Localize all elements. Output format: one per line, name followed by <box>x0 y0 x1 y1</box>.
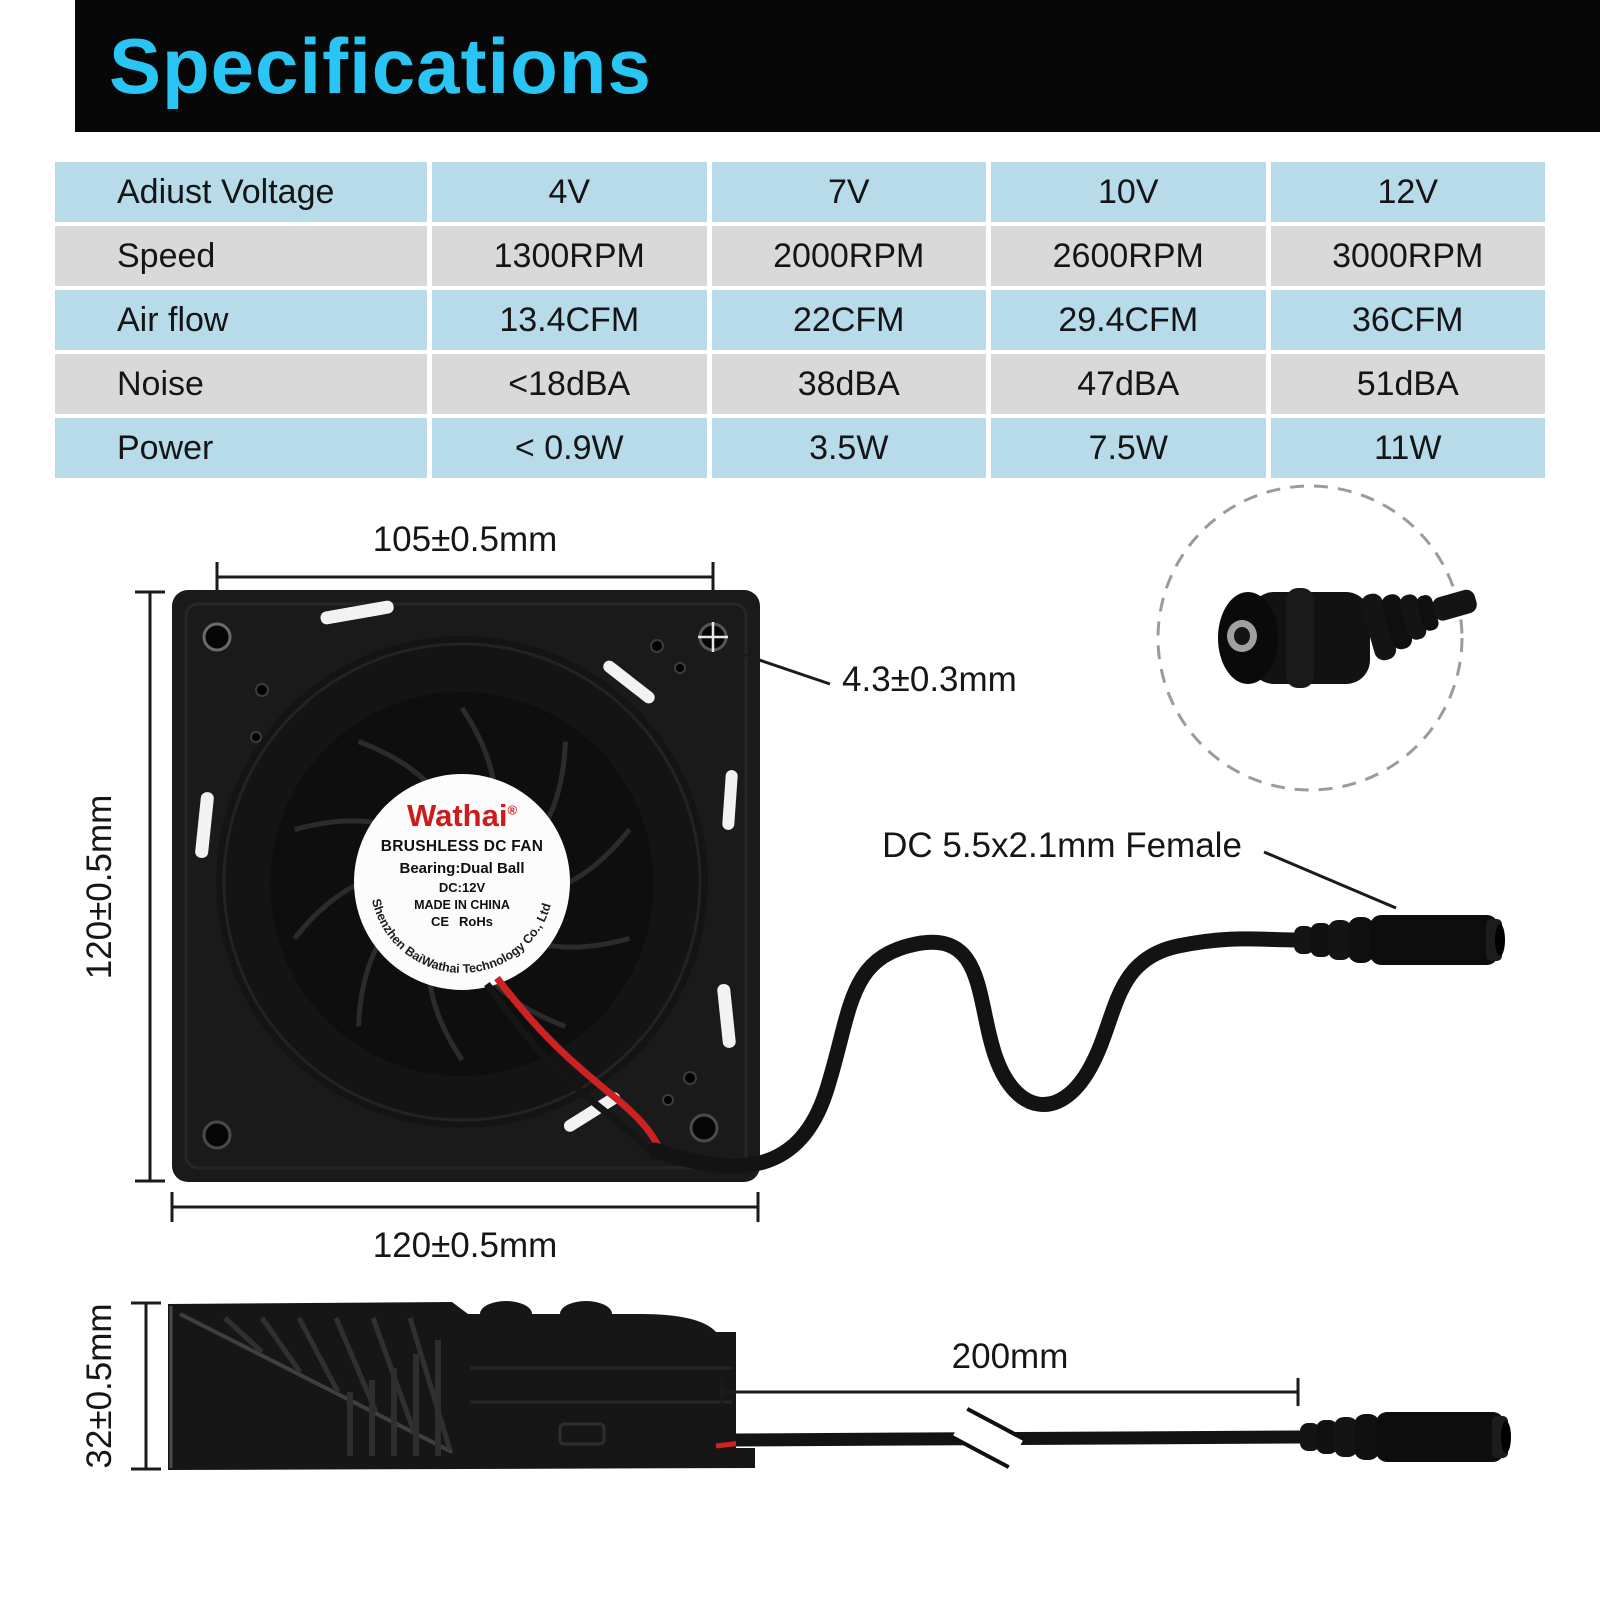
bearing-text: Bearing:Dual Ball <box>399 860 525 877</box>
registered-trademark-mark: ® <box>507 802 518 818</box>
spec-cell: 12V <box>1270 162 1545 222</box>
spec-cell: 11W <box>1270 418 1545 478</box>
fan-top-view: Shenzhen BaiWathai Technology Co., Ltd <box>172 590 760 1182</box>
dimension-lines <box>131 562 1397 1471</box>
power-cable <box>647 931 1304 1174</box>
spec-cell: 29.4CFM <box>991 290 1266 350</box>
spec-cell: 38dBA <box>711 354 986 414</box>
mounting-holes <box>202 622 728 1150</box>
product-line-text: BRUSHLESS DC FAN <box>380 838 544 855</box>
dim-bottom-width <box>170 1192 760 1222</box>
dim-cable-length <box>720 1378 1300 1406</box>
dim-label-top-width: 105±0.5mm <box>372 520 558 559</box>
page-title: Specifications <box>109 21 652 110</box>
dim-label-cable-length: 200mm <box>951 1337 1069 1376</box>
cable-break-mark <box>951 1407 1025 1469</box>
dim-top-width <box>215 562 715 592</box>
dim-side-height <box>131 1301 161 1471</box>
spec-cell: 10V <box>991 162 1266 222</box>
dc-connector-side <box>1300 1412 1511 1462</box>
fan-center-label: Wathai® BRUSHLESS DC FAN Bearing:Dual Ba… <box>354 774 570 990</box>
spec-table: Adiust Voltage 4V 7V 10V 12V Speed 1300R… <box>55 162 1545 478</box>
fan-side-view <box>168 1301 1511 1470</box>
brand-name: Wathai® <box>406 798 518 833</box>
callout-hole-line <box>723 646 831 686</box>
table-row: Adiust Voltage 4V 7V 10V 12V <box>55 162 1545 222</box>
spec-row-label: Speed <box>55 226 427 286</box>
spec-cell: 3.5W <box>711 418 986 478</box>
dim-label-side-height: 32±0.5mm <box>80 1303 119 1469</box>
spec-cell: 51dBA <box>1270 354 1545 414</box>
header-bar: Specifications <box>75 0 1600 132</box>
spec-cell: 3000RPM <box>1270 226 1545 286</box>
table-row: Air flow 13.4CFM 22CFM 29.4CFM 36CFM <box>55 290 1545 350</box>
callout-connector-line <box>1263 850 1397 910</box>
spec-cell: 47dBA <box>991 354 1266 414</box>
certification-row: CE RoHs <box>431 914 493 929</box>
table-row: Power < 0.9W 3.5W 7.5W 11W <box>55 418 1545 478</box>
spec-cell: 36CFM <box>1270 290 1545 350</box>
origin-text: MADE IN CHINA <box>414 898 510 912</box>
dc-connector-closeup <box>1218 588 1477 688</box>
spec-row-label: Air flow <box>55 290 427 350</box>
spec-cell: 2000RPM <box>711 226 986 286</box>
rohs-mark: RoHs <box>459 914 493 929</box>
spec-cell: 1300RPM <box>432 226 707 286</box>
wire-black <box>484 981 658 1161</box>
spec-row-label: Noise <box>55 354 427 414</box>
table-row: Noise <18dBA 38dBA 47dBA 51dBA <box>55 354 1545 414</box>
dim-label-left-height: 120±0.5mm <box>80 794 119 980</box>
dim-label-bottom-width: 120±0.5mm <box>372 1226 558 1265</box>
fan-label-circle <box>354 774 570 990</box>
spec-cell: 4V <box>432 162 707 222</box>
connector-type-label: DC 5.5x2.1mm Female <box>882 826 1242 865</box>
table-row: Speed 1300RPM 2000RPM 2600RPM 3000RPM <box>55 226 1545 286</box>
spec-cell: <18dBA <box>432 354 707 414</box>
voltage-text: DC:12V <box>438 880 486 895</box>
dim-label-hole-diameter: 4.3±0.3mm <box>842 660 1017 699</box>
wire-red <box>494 975 664 1152</box>
connector-inset <box>1156 484 1477 792</box>
ce-mark: CE <box>430 914 450 929</box>
dim-left-height <box>135 590 165 1183</box>
spec-cell: 22CFM <box>711 290 986 350</box>
spec-row-label: Power <box>55 418 427 478</box>
spec-cell: 7.5W <box>991 418 1266 478</box>
dc-connector-actual <box>1294 915 1505 965</box>
spec-row-label: Adiust Voltage <box>55 162 427 222</box>
vent-slots <box>195 600 738 1132</box>
spec-cell: 7V <box>711 162 986 222</box>
spec-cell: < 0.9W <box>432 418 707 478</box>
spec-cell: 13.4CFM <box>432 290 707 350</box>
spec-cell: 2600RPM <box>991 226 1266 286</box>
